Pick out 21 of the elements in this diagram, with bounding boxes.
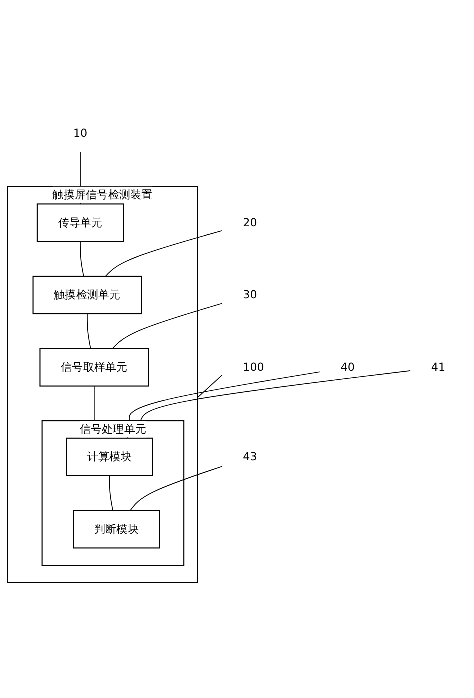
node-box: 判断模块 xyxy=(73,510,160,549)
node-box: 触摸检测单元 xyxy=(32,276,142,315)
connector xyxy=(112,303,223,350)
node-text: 100 xyxy=(243,360,264,374)
connector xyxy=(94,386,95,422)
connector xyxy=(198,375,223,398)
connector xyxy=(129,372,320,422)
node-text: 30 xyxy=(243,288,258,302)
connector xyxy=(130,466,223,512)
node-text: 43 xyxy=(243,450,258,464)
node-text: 10 xyxy=(73,126,88,140)
connector xyxy=(80,242,84,278)
node-text: 20 xyxy=(243,216,258,230)
node-box: 信号取样单元 xyxy=(40,348,150,388)
connector xyxy=(105,230,223,278)
node-box: 计算模块 xyxy=(66,438,154,477)
node-text: 40 xyxy=(340,360,355,374)
node-text: 41 xyxy=(431,360,446,374)
node-box: 传导单元 xyxy=(36,204,124,242)
connector xyxy=(109,476,114,512)
connector xyxy=(87,314,92,350)
